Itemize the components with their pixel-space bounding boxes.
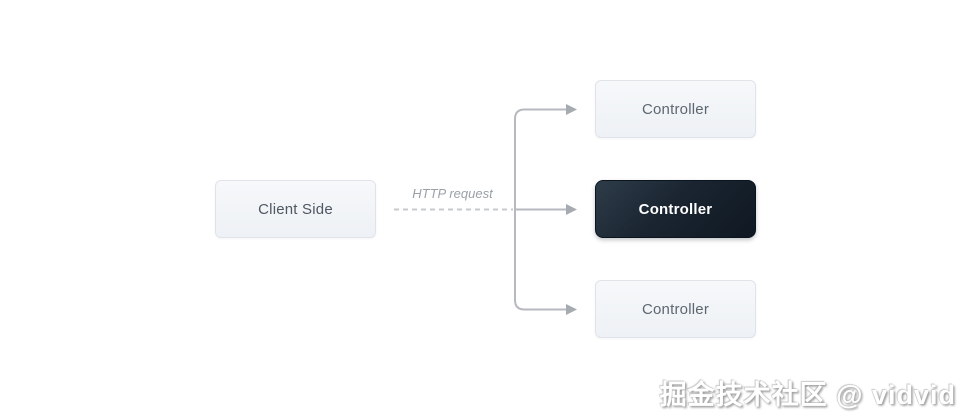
arrowhead-icon — [566, 304, 577, 315]
controller-label: Controller — [641, 300, 710, 318]
controller-node-middle-active: Controller — [595, 180, 756, 238]
branch-top-arrow — [514, 104, 577, 210]
arrowhead-icon — [566, 104, 577, 115]
controller-node-top: Controller — [595, 80, 756, 138]
http-request-label: HTTP request — [412, 186, 493, 201]
branch-bottom-arrow — [514, 209, 577, 315]
client-side-node: Client Side — [215, 180, 376, 238]
client-side-label: Client Side — [258, 200, 333, 218]
controller-label: Controller — [638, 200, 713, 218]
branch-middle-arrow — [514, 204, 577, 215]
arrowhead-icon — [566, 204, 577, 215]
watermark-text: 掘金技术社区 @ vidvid — [659, 380, 956, 410]
controller-node-bottom: Controller — [595, 280, 756, 338]
controller-label: Controller — [641, 100, 710, 118]
